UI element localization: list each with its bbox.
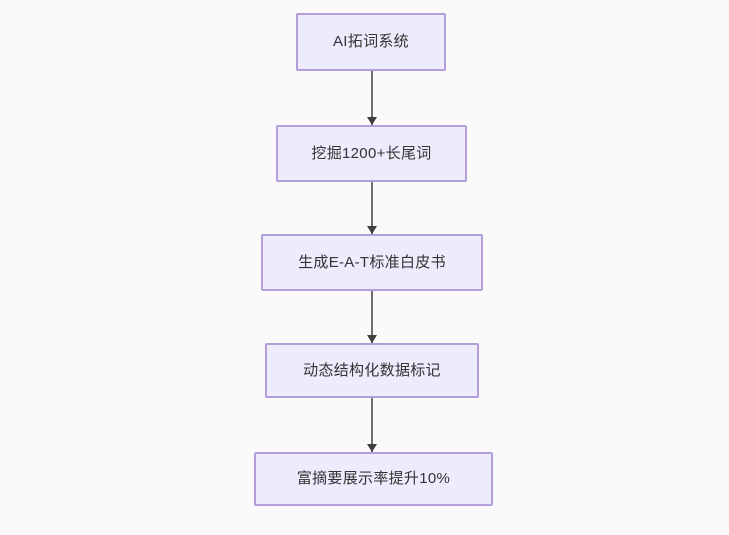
arrowhead-icon: [367, 117, 377, 125]
flow-node-mine-longtail-keywords[interactable]: 挖掘1200+长尾词: [276, 125, 467, 182]
edge-line: [371, 398, 373, 452]
flow-node-label: 动态结构化数据标记: [303, 361, 441, 379]
flow-node-ai-keyword-system[interactable]: AI拓词系统: [296, 13, 446, 71]
edge-line: [371, 71, 373, 125]
flow-node-label: 富摘要展示率提升10%: [296, 470, 451, 487]
flow-node-label: 挖掘1200+长尾词: [311, 144, 432, 162]
arrowhead-icon: [367, 444, 377, 452]
arrowhead-icon: [367, 335, 377, 343]
flow-node-dynamic-structured-data-markup[interactable]: 动态结构化数据标记: [265, 343, 479, 398]
flow-node-label: 生成E-A-T标准白皮书: [298, 253, 446, 271]
edge-line: [371, 182, 373, 234]
flow-node-generate-eat-whitepaper[interactable]: 生成E-A-T标准白皮书: [261, 234, 483, 291]
arrowhead-icon: [367, 226, 377, 234]
flow-node-rich-snippet-impression-lift[interactable]: 富摘要展示率提升10%: [254, 452, 493, 506]
flow-node-label: AI拓词系统: [333, 33, 409, 50]
edge-line: [371, 291, 373, 343]
